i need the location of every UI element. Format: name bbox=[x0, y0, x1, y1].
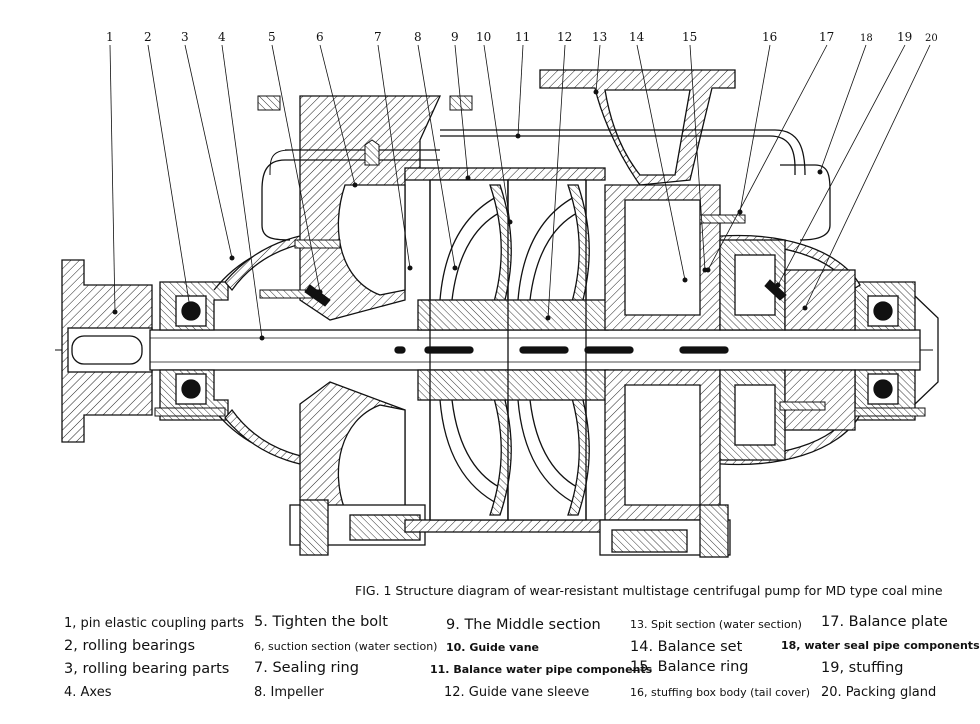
callout-9: 9 bbox=[451, 30, 459, 44]
callout-numbers: 1 2 3 4 5 6 7 8 9 10 11 12 13 14 15 16 1… bbox=[106, 30, 938, 44]
legend-item-16: 16, stuffing box body (tail cover) bbox=[630, 686, 810, 699]
callout-2: 2 bbox=[144, 30, 152, 44]
legend-item-14: 14. Balance set bbox=[630, 639, 743, 655]
callout-19: 19 bbox=[897, 30, 912, 44]
callout-15: 15 bbox=[682, 30, 697, 44]
legend-item-12: 12. Guide vane sleeve bbox=[444, 685, 590, 700]
callout-1: 1 bbox=[106, 30, 114, 44]
legend-item-11: 11. Balance water pipe components bbox=[430, 663, 653, 676]
callout-12: 12 bbox=[557, 30, 572, 44]
callout-17: 17 bbox=[819, 30, 834, 44]
legend-item-4: 4. Axes bbox=[64, 685, 112, 700]
callout-7: 7 bbox=[374, 30, 382, 44]
suction-section bbox=[289, 95, 442, 556]
legend-item-18: 18, water seal pipe components bbox=[781, 639, 980, 652]
legend-item-8: 8. Impeller bbox=[254, 685, 324, 700]
callout-5: 5 bbox=[268, 30, 276, 44]
bolts bbox=[154, 95, 926, 417]
legend-item-6: 6, suction section (water section) bbox=[254, 640, 438, 653]
callout-6: 6 bbox=[316, 30, 324, 44]
callout-10: 10 bbox=[476, 30, 491, 44]
callout-18: 18 bbox=[860, 33, 873, 44]
callout-8: 8 bbox=[414, 30, 422, 44]
legend-item-10: 10. Guide vane bbox=[446, 641, 539, 654]
legend-item-1: 1, pin elastic coupling parts bbox=[64, 616, 244, 631]
callout-11: 11 bbox=[515, 30, 530, 44]
legend-item-15: 15. Balance ring bbox=[630, 659, 749, 675]
middle-sections bbox=[404, 167, 609, 533]
coupling-part bbox=[61, 259, 153, 443]
callout-13: 13 bbox=[592, 30, 607, 44]
balance-section bbox=[719, 239, 856, 461]
pump-cross-section-diagram: 1 2 3 4 5 6 7 8 9 10 11 12 13 14 15 16 1… bbox=[55, 30, 939, 558]
legend-item-7: 7. Sealing ring bbox=[254, 660, 359, 676]
shaft bbox=[149, 329, 921, 371]
callout-20: 20 bbox=[925, 33, 938, 44]
pump-drawing bbox=[55, 69, 939, 558]
legend-item-3: 3, rolling bearing parts bbox=[64, 661, 230, 677]
callout-3: 3 bbox=[181, 30, 189, 44]
legend-item-13: 13. Spit section (water section) bbox=[630, 618, 802, 631]
leader-dots bbox=[112, 89, 823, 341]
callout-16: 16 bbox=[762, 30, 777, 44]
legend-item-9: 9. The Middle section bbox=[446, 617, 601, 633]
figure-caption: FIG. 1 Structure diagram of wear-resista… bbox=[355, 583, 943, 598]
legend-item-20: 20. Packing gland bbox=[821, 685, 937, 700]
legend-item-5: 5. Tighten the bolt bbox=[254, 614, 388, 630]
legend-item-2: 2, rolling bearings bbox=[64, 638, 195, 654]
callout-14: 14 bbox=[629, 30, 645, 44]
legend-item-17: 17. Balance plate bbox=[821, 614, 948, 630]
legend-item-19: 19, stuffing bbox=[821, 660, 904, 676]
callout-4: 4 bbox=[218, 30, 226, 44]
leader-lines bbox=[109, 44, 931, 339]
